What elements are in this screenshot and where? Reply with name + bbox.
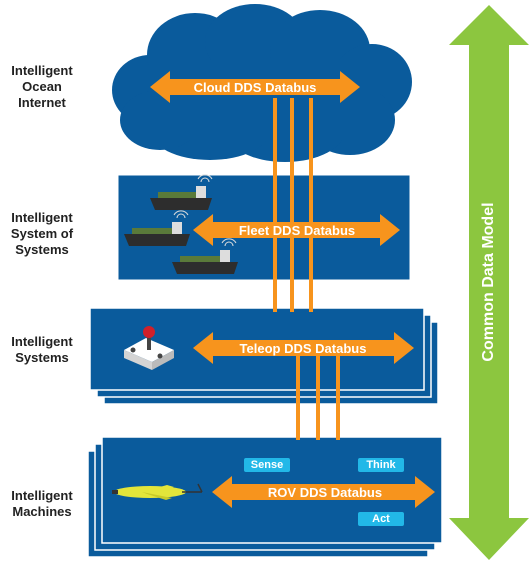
teleop-bus-label: Teleop DDS Databus	[239, 341, 367, 356]
common-data-model-arrow	[449, 5, 529, 560]
cloud-bus-arrow	[150, 71, 360, 103]
joystick-icon	[124, 326, 174, 370]
ship-icon	[150, 174, 213, 210]
fleet-bus-arrow	[193, 214, 400, 246]
rov-bus-label: ROV DDS Databus	[267, 485, 383, 500]
label-intelligent-ocean-internet: Intelligent Ocean Internet	[11, 63, 73, 110]
act-chip: Act	[358, 512, 404, 526]
underwater-glider-icon	[112, 483, 203, 500]
label-intelligent-machines: Intelligent Machines	[11, 488, 73, 519]
think-chip: Think	[358, 458, 404, 472]
ship-icon	[172, 238, 238, 274]
rov-bus-arrow	[212, 476, 435, 508]
cloud-bus-label: Cloud DDS Databus	[193, 80, 317, 95]
sense-chip: Sense	[244, 458, 290, 472]
ship-icon	[124, 210, 190, 246]
label-intelligent-system-of-systems: Intelligent System of Systems	[10, 210, 74, 257]
vertical-connectors	[273, 98, 340, 440]
teleop-bus-arrow	[193, 332, 414, 364]
label-intelligent-systems: Intelligent Systems	[11, 334, 73, 365]
fleet-bus-label: Fleet DDS Databus	[238, 223, 356, 238]
